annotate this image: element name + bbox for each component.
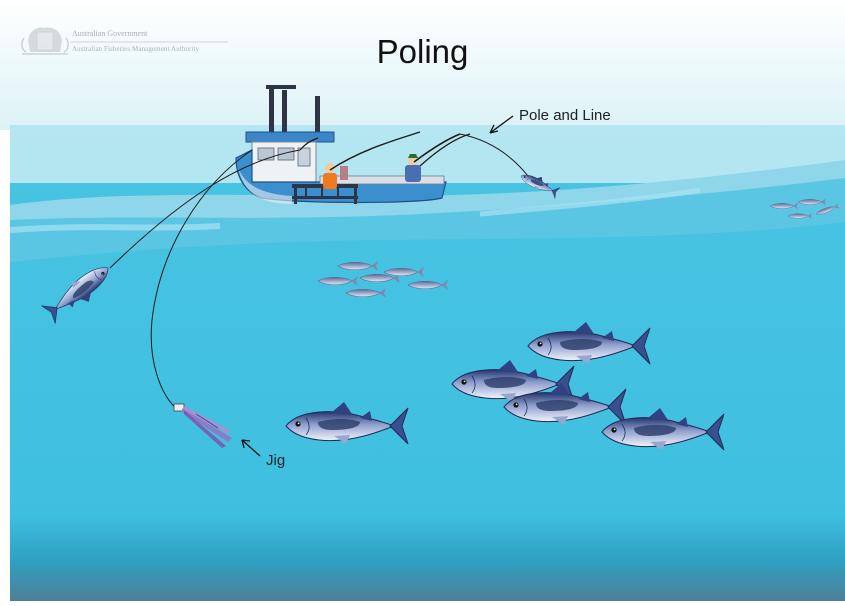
crew-member-orange [323, 173, 337, 189]
crew-member-blue [405, 165, 421, 182]
label-pole-and-line: Pole and Line [519, 107, 611, 124]
sea-surface [10, 125, 845, 183]
diagram-title: Poling [0, 33, 845, 71]
label-jig: Jig [266, 452, 285, 469]
